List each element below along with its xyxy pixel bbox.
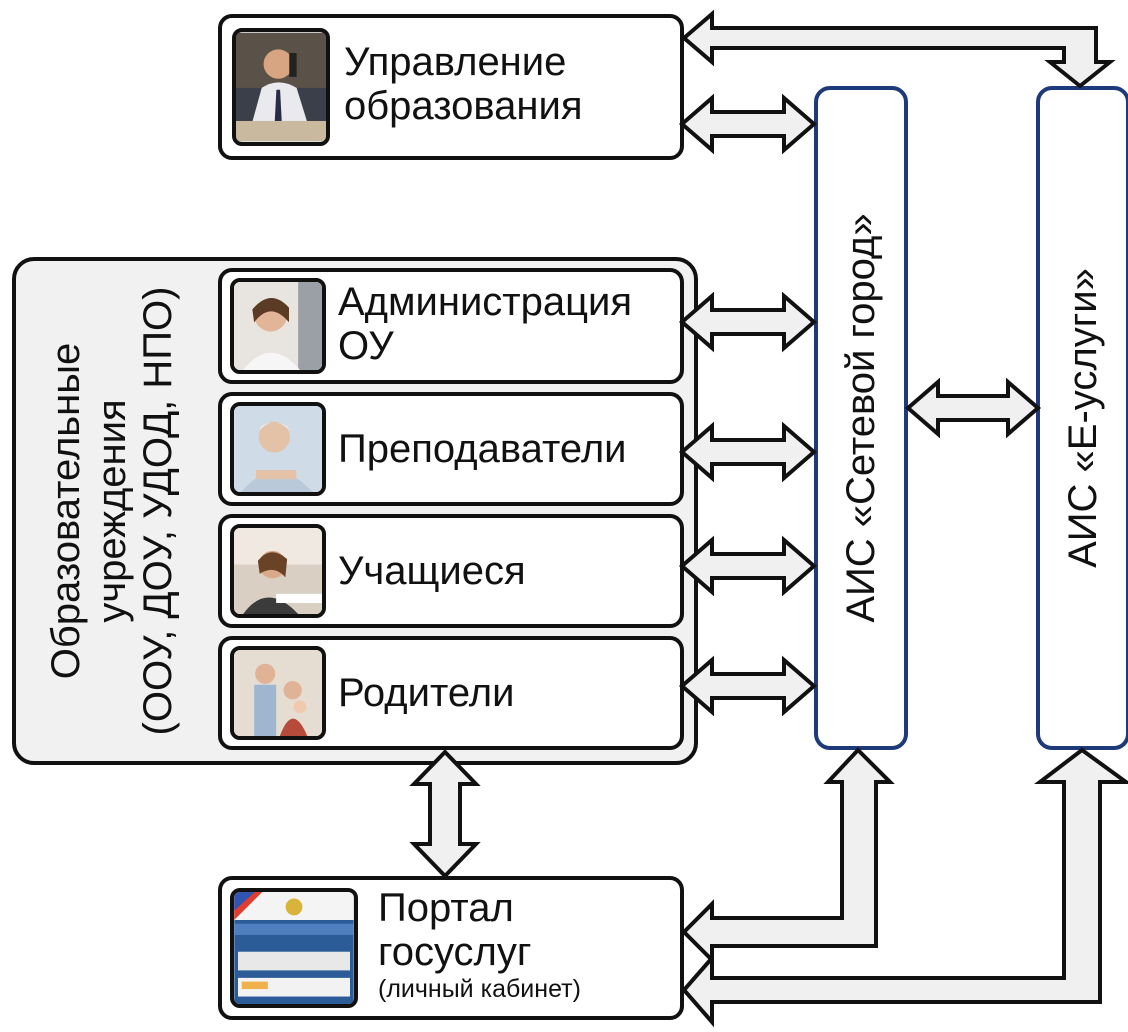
arrow-administration-setevoy bbox=[678, 291, 818, 353]
management-title: Управление образования bbox=[344, 40, 582, 128]
portal-title: Портал госуслуг (личный кабинет) bbox=[378, 886, 581, 1004]
students-photo-icon bbox=[230, 524, 326, 618]
ais-e-uslugi-box bbox=[1036, 86, 1128, 750]
parents-title: Родители bbox=[338, 671, 515, 715]
portal-photo-icon bbox=[230, 888, 358, 1008]
portal-line3: (личный кабинет) bbox=[378, 975, 581, 1003]
arrow-management-euslugi bbox=[680, 9, 1116, 89]
arrow-setevoy-portal bbox=[681, 747, 895, 965]
teachers-photo-icon bbox=[230, 402, 326, 496]
arrow-students-setevoy bbox=[678, 535, 818, 597]
administration-title: Администрация ОУ bbox=[338, 280, 632, 368]
administration-line1: Администрация bbox=[338, 280, 633, 324]
arrow-management-setevoy bbox=[678, 93, 818, 155]
administration-photo-icon bbox=[230, 278, 326, 374]
arrow-institutions-portal bbox=[409, 749, 481, 879]
ais-setevoy-gorod-box bbox=[814, 86, 908, 750]
arrow-setevoy-euslugi bbox=[904, 377, 1042, 439]
arrow-teachers-setevoy bbox=[678, 421, 818, 483]
administration-line2: ОУ bbox=[338, 324, 394, 368]
businessman-photo-icon bbox=[232, 28, 330, 146]
management-line1: Управление bbox=[344, 40, 567, 84]
students-title: Учащиеся bbox=[338, 549, 526, 593]
arrow-parents-setevoy bbox=[678, 655, 818, 717]
arrow-euslugi-portal bbox=[681, 747, 1128, 1028]
portal-line2: госуслуг bbox=[378, 930, 532, 974]
management-line2: образования bbox=[344, 84, 583, 128]
teachers-title: Преподаватели bbox=[338, 427, 627, 471]
portal-line1: Портал bbox=[378, 886, 514, 930]
parents-photo-icon bbox=[230, 646, 326, 740]
